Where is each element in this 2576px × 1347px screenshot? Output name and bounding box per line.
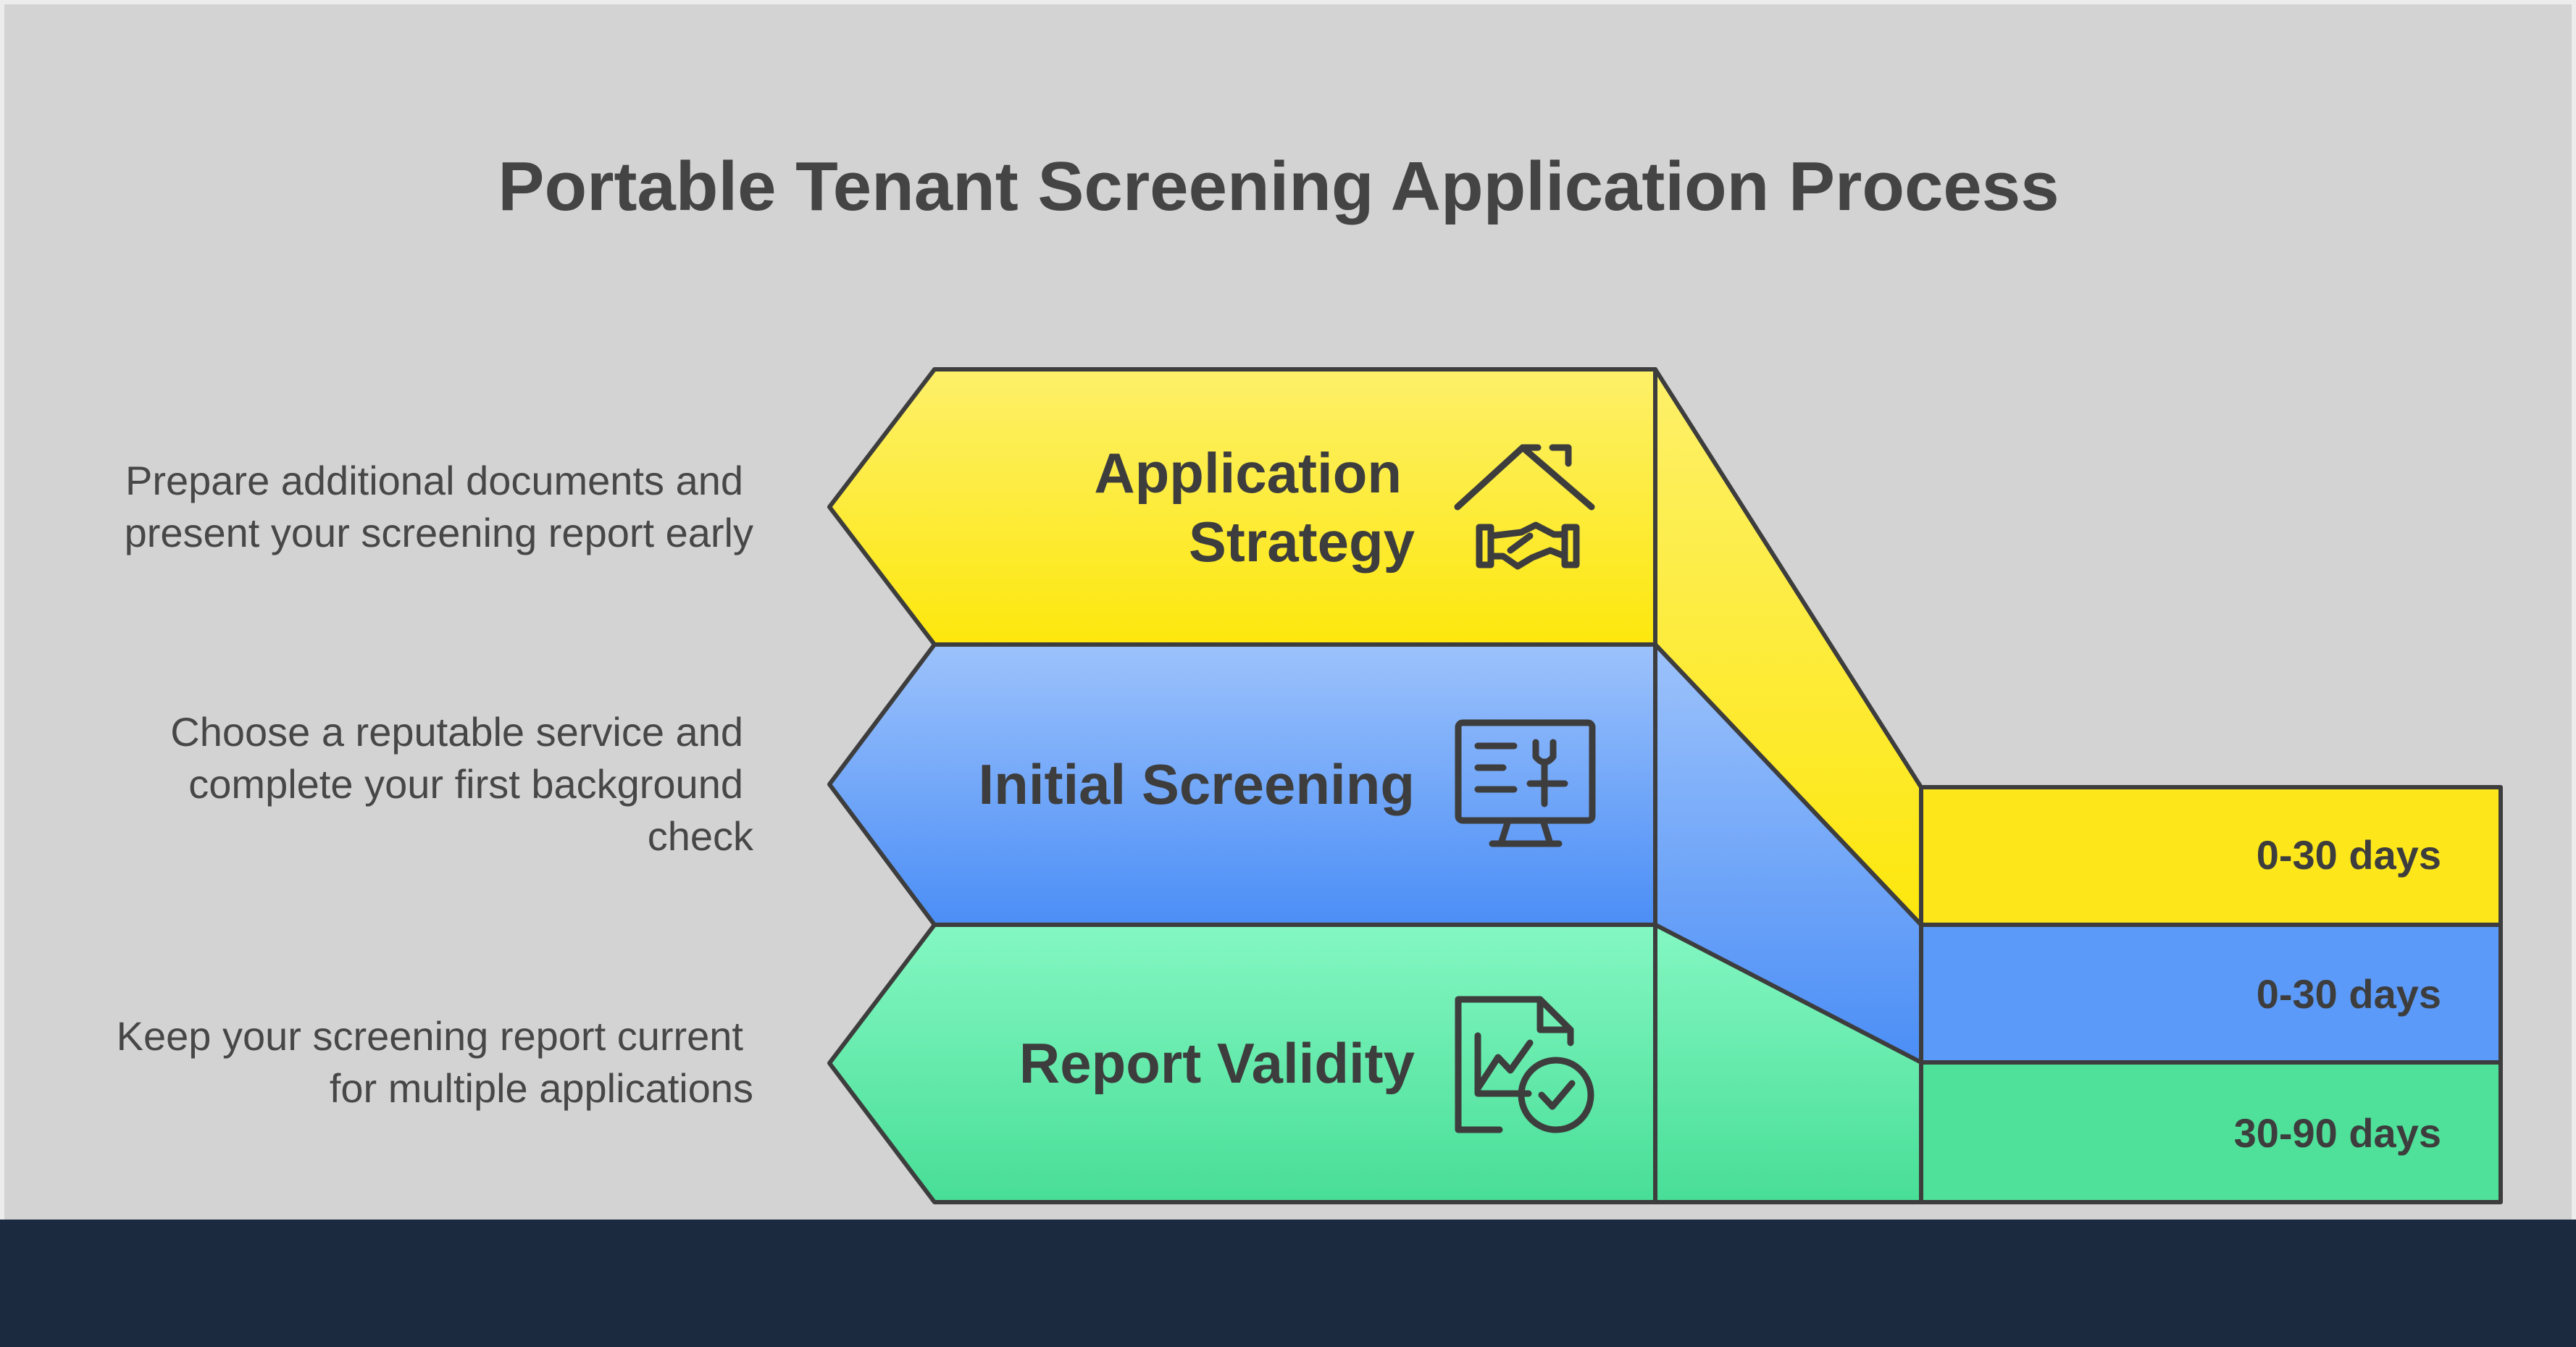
duration-label-initial-screening: 0-30 days (2257, 971, 2441, 1017)
stage-description-initial-screening-line-3: check (648, 813, 754, 859)
duration-label-report-validity: 30-90 days (2234, 1110, 2441, 1156)
stage-description-application-strategy-line-2: present your screening report early (125, 510, 753, 555)
stage-arrow-application-strategy (827, 367, 1657, 647)
process-diagram: Portable Tenant Screening Application Pr… (117, 148, 2503, 1204)
monitor-checklist-icon (1455, 719, 1596, 847)
duration-box-report-validity (1919, 1060, 2503, 1204)
page-title: Portable Tenant Screening Application Pr… (498, 148, 2059, 225)
stage-label-application-strategy-line-2: Strategy (1189, 510, 1415, 574)
duration-label-application-strategy: 0-30 days (2257, 832, 2441, 878)
stage-description-initial-screening-line-2: complete your first background (188, 761, 743, 807)
house-handshake-icon (1454, 444, 1595, 570)
stage-description-initial-screening-line-1: Choose a reputable service and (170, 709, 743, 755)
stage-label-initial-screening: Initial Screening (979, 752, 1415, 816)
stage-label-application-strategy-line-1: Application (1094, 441, 1402, 505)
duration-box-initial-screening (1919, 923, 2503, 1065)
stage-description-application-strategy-line-1: Prepare additional documents and (125, 458, 743, 503)
report-checkmark-icon (1455, 996, 1594, 1133)
duration-box-application-strategy (1919, 785, 2503, 927)
stage-description-report-validity-line-2: for multiple applications (330, 1065, 753, 1111)
stage-description-report-validity-line-1: Keep your screening report current (117, 1013, 744, 1059)
stage-arrow-report-validity (827, 923, 1657, 1204)
stage-label-report-validity: Report Validity (1019, 1031, 1415, 1095)
footer-band (0, 1220, 2576, 1347)
